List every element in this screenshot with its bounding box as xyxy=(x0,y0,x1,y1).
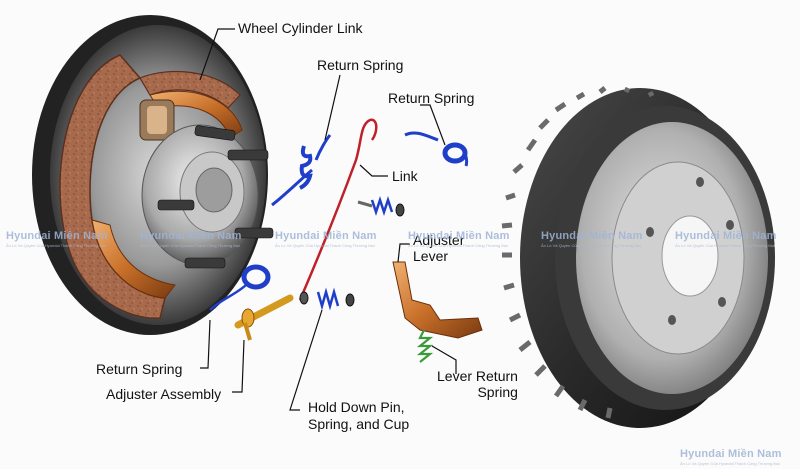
lever-return-spring-part xyxy=(416,329,434,363)
shoe-lining-left xyxy=(59,54,166,319)
leader-return-spring-top xyxy=(324,74,341,141)
label-lever-return-spring: Lever Return Spring xyxy=(437,368,518,400)
return-spring-left-part xyxy=(209,264,271,311)
label-wheel-cylinder-link: Wheel Cylinder Link xyxy=(238,20,363,36)
hold-down-spring-bottom xyxy=(299,287,355,311)
shoe-lining-top xyxy=(139,70,241,109)
drum-lug-holes xyxy=(646,177,734,325)
label-return-spring-top: Return Spring xyxy=(317,57,404,73)
springs-and-parts xyxy=(209,118,483,363)
backing-plate-assembly xyxy=(32,15,274,335)
label-return-spring-right: Return Spring xyxy=(388,90,475,106)
leader-adjuster-assembly xyxy=(232,339,245,393)
return-spring-top-part xyxy=(271,134,332,207)
label-adjuster-assembly: Adjuster Assembly xyxy=(106,386,222,402)
leader-lines xyxy=(199,28,457,411)
leader-return-spring-left xyxy=(200,319,211,369)
drum-center-hole xyxy=(661,215,719,297)
leader-return-spring-right xyxy=(420,104,446,146)
adjuster-lever-part xyxy=(392,261,483,339)
label-hold-down: Hold Down Pin, Spring, and Cup xyxy=(308,399,410,432)
hold-down-spring-top xyxy=(357,196,405,217)
wheel-studs xyxy=(157,125,274,269)
label-link: Link xyxy=(392,168,418,184)
leader-hold-down xyxy=(289,309,323,411)
shoe-web-bottom xyxy=(91,219,176,299)
leader-wheel-cylinder-link xyxy=(199,28,235,81)
return-spring-right-part xyxy=(404,131,469,167)
adjuster-assembly-part xyxy=(234,294,294,341)
label-adjuster-lever: Adjuster Lever xyxy=(413,232,465,264)
label-return-spring-left: Return Spring xyxy=(96,361,183,377)
drum-fins xyxy=(501,86,655,419)
leader-adjuster-lever xyxy=(397,243,410,263)
leader-link xyxy=(359,164,388,177)
link-part xyxy=(298,118,378,301)
brake-drum xyxy=(501,86,775,428)
leader-lever-return-spring xyxy=(431,345,457,374)
